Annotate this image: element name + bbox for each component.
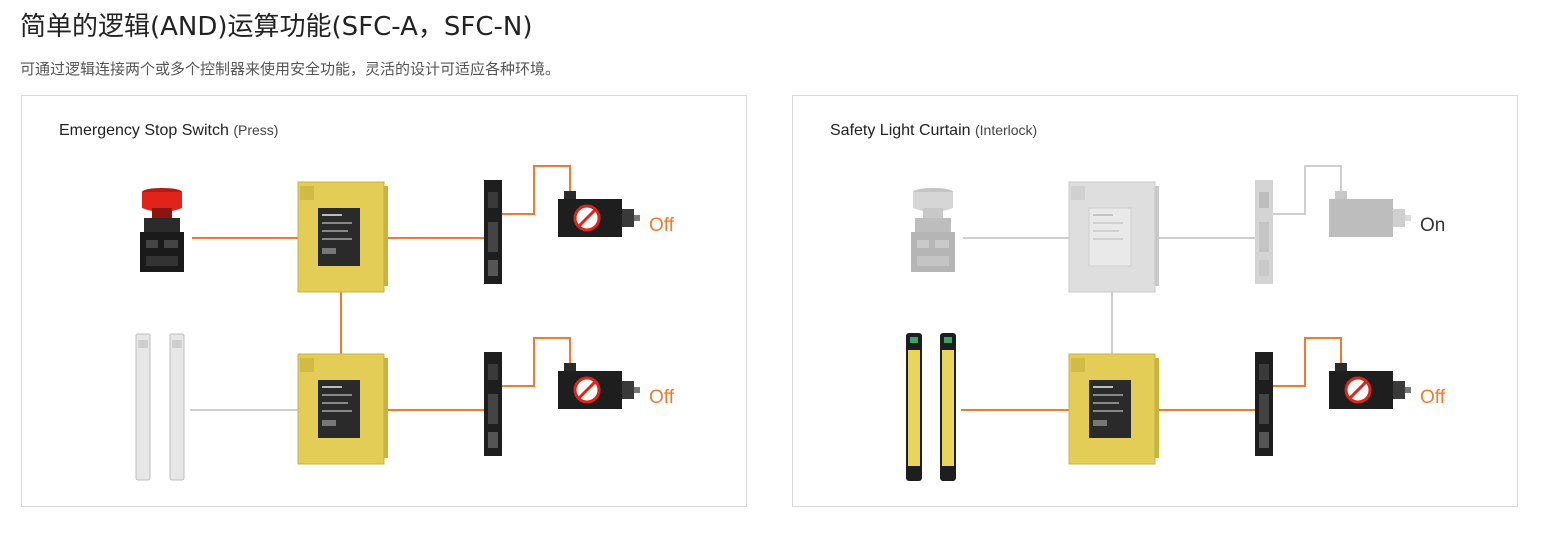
wire-driver-to-motor-top	[502, 165, 571, 215]
safety-controller-top-inactive	[1068, 181, 1159, 293]
servo-driver-top	[484, 180, 502, 284]
motor-status-bottom: Off	[1420, 387, 1446, 408]
wiring-diagram: Off Off	[135, 165, 675, 481]
page-subtitle: 可通过逻辑连接两个或多个控制器来使用安全功能，灵活的设计可适应各种环境。	[20, 60, 561, 78]
safety-controller-top	[297, 181, 388, 293]
panel-title-main: Safety Light Curtain	[830, 122, 971, 139]
page-title: 简单的逻辑(AND)运算功能(SFC-A，SFC-N)	[20, 12, 533, 42]
motor-status-bottom: Off	[649, 387, 675, 408]
servo-driver-top-inactive	[1255, 180, 1273, 284]
wire-driver-to-motor-bottom	[502, 337, 571, 387]
servo-driver-bottom	[1255, 352, 1273, 456]
wire-driver-to-motor-bottom	[1273, 337, 1342, 387]
panel-title-mode: (Interlock)	[974, 122, 1038, 138]
safety-controller-bottom	[1068, 353, 1159, 465]
emergency-stop-switch-inactive	[911, 188, 955, 272]
wiring-diagram: On Off	[906, 165, 1446, 481]
panel-title-mode: (Press)	[233, 122, 279, 138]
safety-light-curtain-active	[906, 333, 956, 481]
motor-status-top: On	[1420, 215, 1445, 236]
motor-status-top: Off	[649, 215, 675, 236]
servo-motor-top-stopped	[558, 191, 640, 237]
servo-motor-bottom-stopped	[1329, 363, 1411, 409]
panel-title: Emergency Stop Switch (Press)	[59, 122, 278, 140]
wire-driver-to-motor-top	[1273, 165, 1342, 215]
emergency-stop-switch	[140, 188, 184, 272]
safety-light-curtain-inactive	[135, 333, 185, 481]
diagram-panel-emergency-stop: Emergency Stop Switch (Press)	[21, 95, 747, 507]
panel-title-main: Emergency Stop Switch	[59, 122, 229, 139]
servo-motor-top-running	[1329, 191, 1411, 237]
safety-controller-bottom	[297, 353, 388, 465]
servo-driver-bottom	[484, 352, 502, 456]
diagram-panel-light-curtain: Safety Light Curtain (Interlock)	[792, 95, 1518, 507]
panel-title: Safety Light Curtain (Interlock)	[830, 122, 1037, 140]
servo-motor-bottom-stopped	[558, 363, 640, 409]
